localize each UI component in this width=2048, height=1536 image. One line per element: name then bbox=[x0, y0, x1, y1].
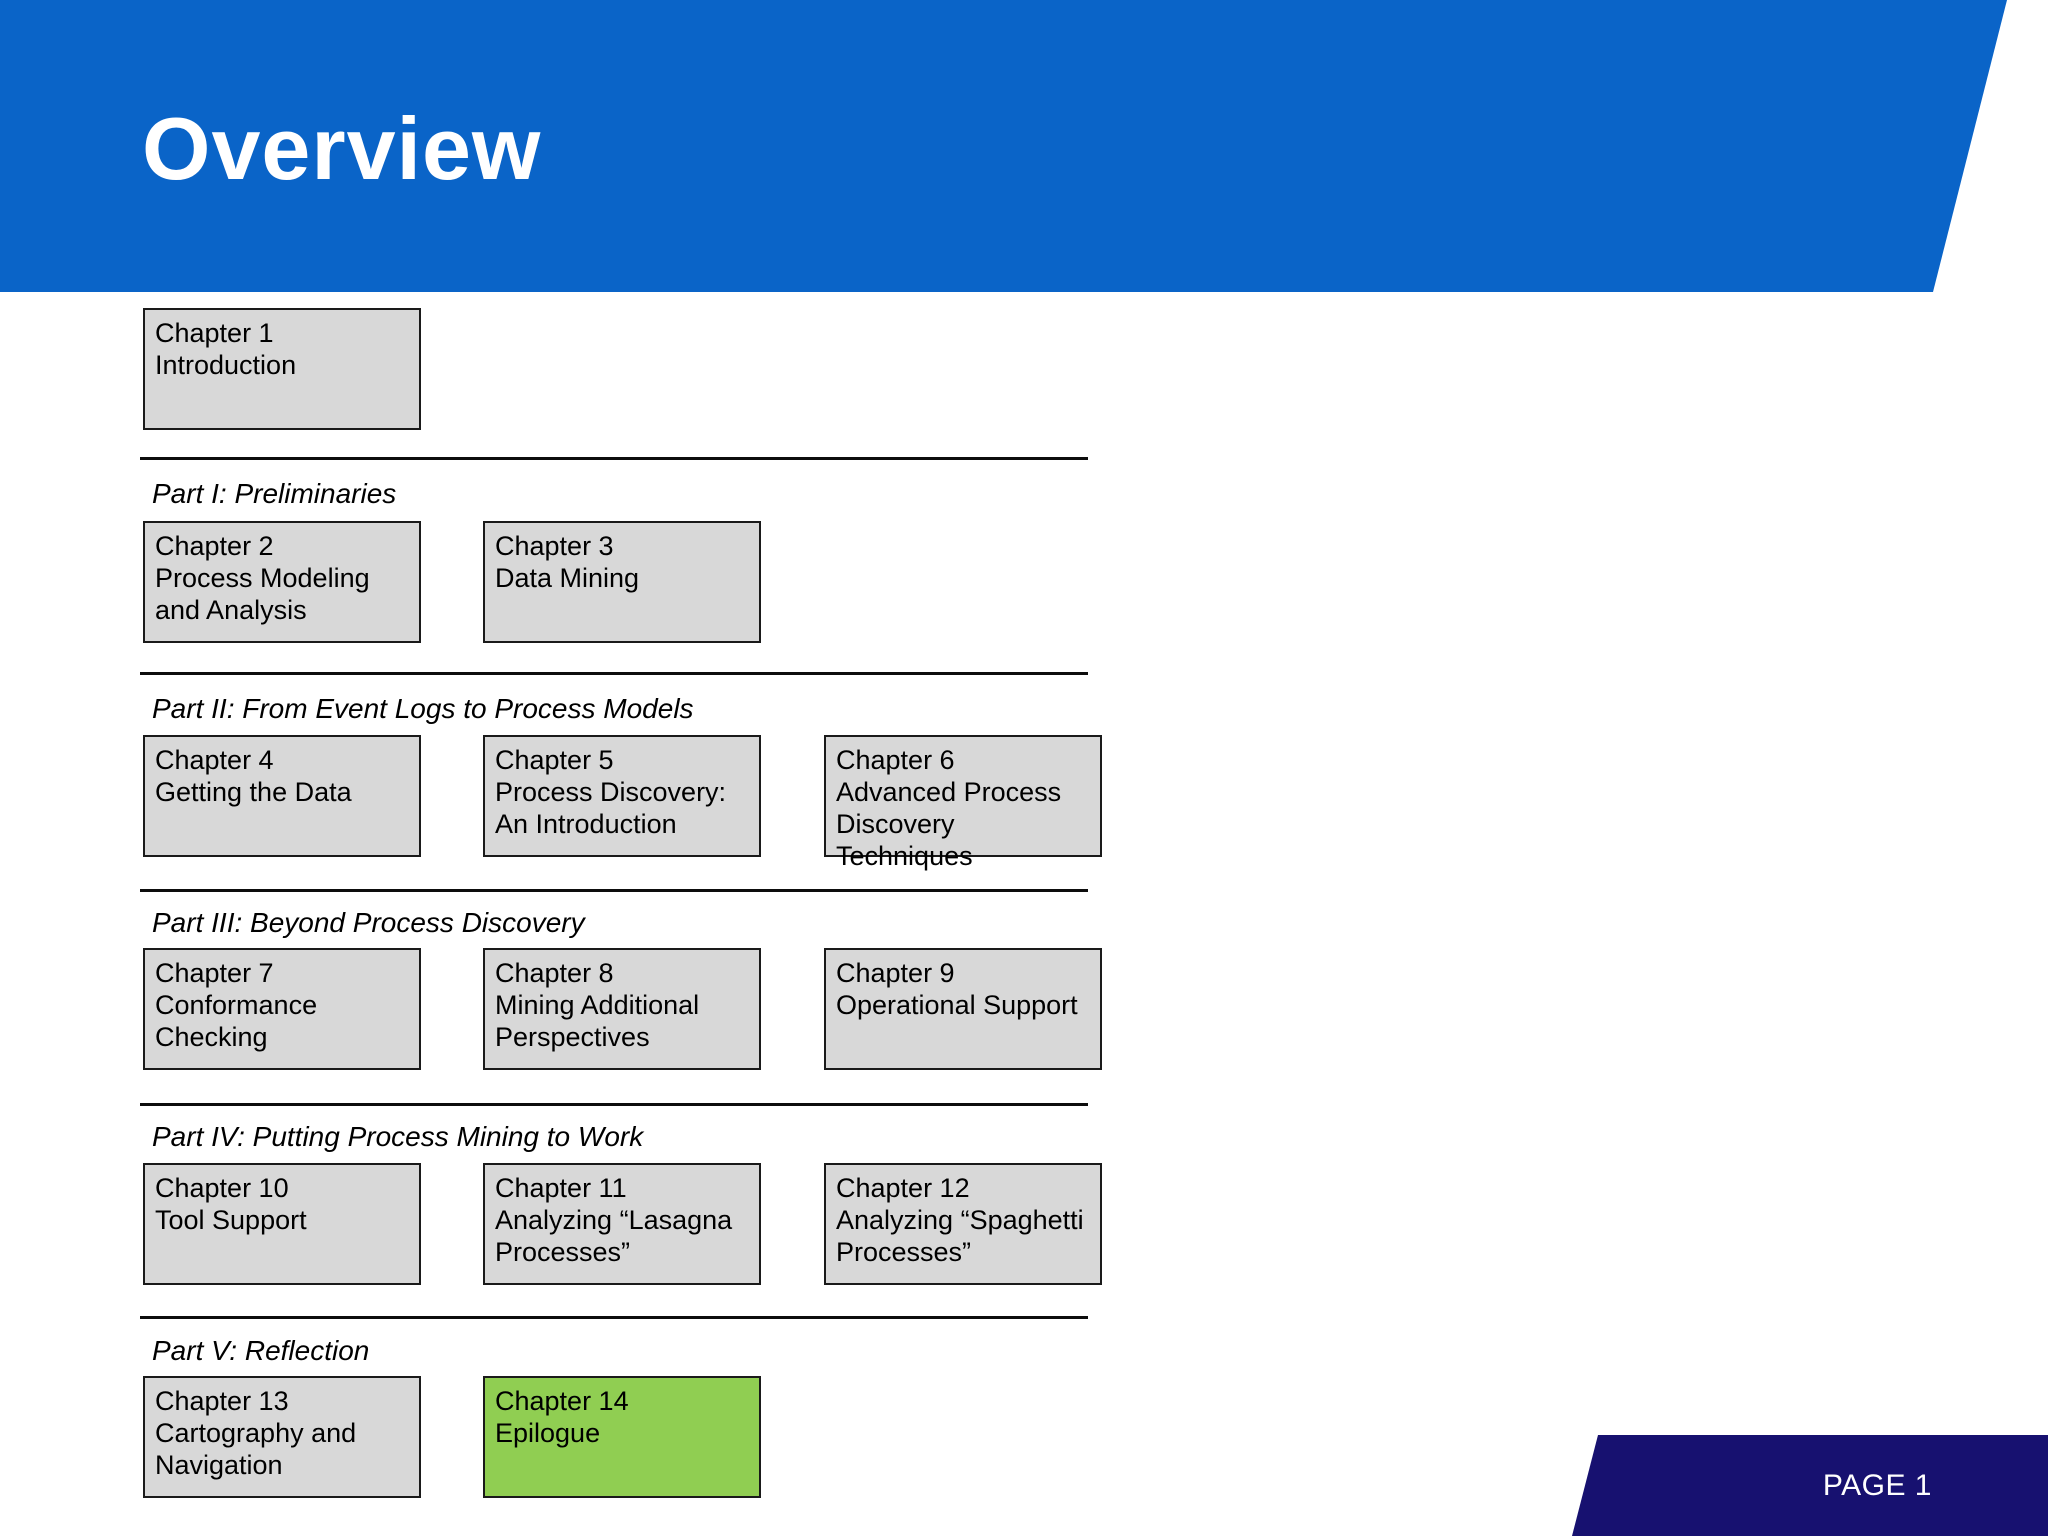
chapter-number: Chapter 9 bbox=[836, 958, 955, 988]
chapter-number: Chapter 14 bbox=[495, 1386, 629, 1416]
chapter-box-3: Chapter 3 Data Mining bbox=[483, 521, 761, 643]
chapter-title: Introduction bbox=[155, 350, 297, 380]
chapter-number: Chapter 7 bbox=[155, 958, 274, 988]
chapter-number: Chapter 12 bbox=[836, 1173, 970, 1203]
part-divider bbox=[140, 1316, 1088, 1319]
page-number-label: PAGE 1 bbox=[1822, 1468, 1932, 1502]
chapter-number: Chapter 13 bbox=[155, 1386, 289, 1416]
part-label: Part V: Reflection bbox=[152, 1335, 370, 1366]
chapter-box-11: Chapter 11 Analyzing “Lasagna Processes” bbox=[483, 1163, 761, 1285]
chapter-title: Conformance Checking bbox=[155, 990, 318, 1052]
chapter-box-13: Chapter 13 Cartography and Navigation bbox=[143, 1376, 421, 1498]
part-label: Part I: Preliminaries bbox=[152, 478, 397, 509]
chapter-title: Analyzing “Lasagna Processes” bbox=[495, 1205, 733, 1267]
slide-title: Overview bbox=[142, 99, 542, 198]
chapter-box-4: Chapter 4 Getting the Data bbox=[143, 735, 421, 857]
chapter-title: Operational Support bbox=[836, 990, 1078, 1020]
chapter-number: Chapter 1 bbox=[155, 318, 274, 348]
part-divider bbox=[140, 672, 1088, 675]
part-label: Part II: From Event Logs to Process Mode… bbox=[152, 693, 694, 724]
chapter-title: Advanced Process Discovery Techniques bbox=[836, 777, 1062, 871]
chapter-title: Cartography and Navigation bbox=[155, 1418, 357, 1480]
chapter-box-7: Chapter 7 Conformance Checking bbox=[143, 948, 421, 1070]
chapter-box-1: Chapter 1 Introduction bbox=[143, 308, 421, 430]
chapter-box-12: Chapter 12 Analyzing “Spaghetti Processe… bbox=[824, 1163, 1102, 1285]
part-label: Part III: Beyond Process Discovery bbox=[152, 907, 585, 938]
chapter-title: Data Mining bbox=[495, 563, 640, 593]
chapter-number: Chapter 5 bbox=[495, 745, 614, 775]
chapter-number: Chapter 10 bbox=[155, 1173, 289, 1203]
chapter-box-8: Chapter 8 Mining Additional Perspectives bbox=[483, 948, 761, 1070]
chapter-number: Chapter 2 bbox=[155, 531, 274, 561]
chapter-number: Chapter 11 bbox=[495, 1173, 627, 1203]
chapter-title: Tool Support bbox=[155, 1205, 307, 1235]
chapter-title: Mining Additional Perspectives bbox=[495, 990, 700, 1052]
chapter-title: Process Modeling and Analysis bbox=[155, 563, 370, 625]
chapter-box-10: Chapter 10 Tool Support bbox=[143, 1163, 421, 1285]
part-label: Part IV: Putting Process Mining to Work bbox=[152, 1121, 644, 1152]
chapter-title: Getting the Data bbox=[155, 777, 352, 807]
chapter-number: Chapter 3 bbox=[495, 531, 614, 561]
chapter-title: Epilogue bbox=[495, 1418, 601, 1448]
chapter-box-2: Chapter 2 Process Modeling and Analysis bbox=[143, 521, 421, 643]
part-divider bbox=[140, 889, 1088, 892]
chapter-number: Chapter 4 bbox=[155, 745, 274, 775]
footer-band: PAGE 1 bbox=[1572, 1435, 2048, 1536]
chapter-title: Process Discovery: An Introduction bbox=[495, 777, 727, 839]
header-band bbox=[0, 0, 2007, 292]
chapter-number: Chapter 8 bbox=[495, 958, 614, 988]
chapter-title: Analyzing “Spaghetti Processes” bbox=[836, 1205, 1084, 1267]
part-divider bbox=[140, 1103, 1088, 1106]
chapter-box-9: Chapter 9 Operational Support bbox=[824, 948, 1102, 1070]
chapter-box-6: Chapter 6 Advanced Process Discovery Tec… bbox=[824, 735, 1102, 871]
chapter-box-14: Chapter 14 Epilogue bbox=[483, 1376, 761, 1498]
part-divider bbox=[140, 457, 1088, 460]
chapter-number: Chapter 6 bbox=[836, 745, 955, 775]
chapter-box-5: Chapter 5 Process Discovery: An Introduc… bbox=[483, 735, 761, 857]
